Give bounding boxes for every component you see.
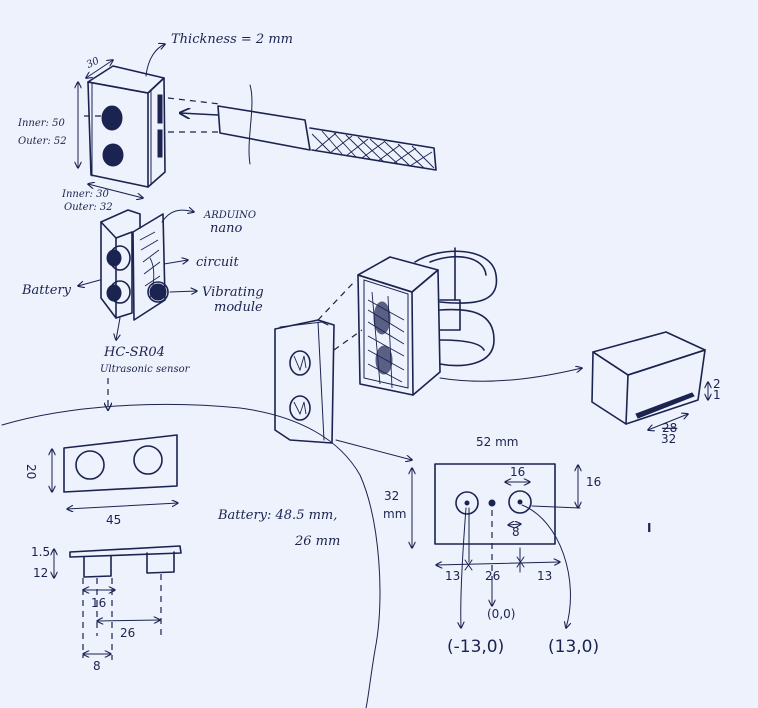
enclosure-box-sketch: [78, 44, 165, 198]
battery-label: Battery: [21, 283, 72, 298]
center-offset-label: 16: [586, 475, 601, 489]
panel-height-unit: mm: [383, 507, 406, 521]
exploded-internals-sketch: [78, 210, 197, 410]
center-spacing-panel-label: 26: [485, 569, 500, 583]
origin-point: [488, 499, 496, 507]
inner-width-label: Inner: 30: [61, 189, 109, 200]
region-boundary-curve: [1, 403, 381, 708]
inner-height-label: Inner: 50: [17, 118, 65, 129]
length-struck-label: 28: [662, 421, 677, 435]
sensor-model-label: HC-SR04: [103, 345, 165, 360]
sensor-type-label: Ultrasonic sensor: [100, 364, 191, 375]
hole-diameter-label: 16: [510, 465, 525, 479]
panel-height-value: 32: [384, 489, 399, 503]
right-hole-coordinate: (13,0): [548, 637, 599, 657]
sensor-side-view: [54, 545, 182, 660]
battery-dimension-line1: Battery: 48.5 mm,: [217, 508, 337, 523]
center-spacing-label: 26: [120, 626, 135, 640]
outer-height-label: Outer: 52: [18, 136, 67, 147]
transducer-height-label: 12: [33, 566, 48, 580]
module-label: module: [214, 300, 263, 315]
depth-label: 30: [85, 55, 102, 71]
hole-radius-label: 8: [512, 525, 520, 539]
sensor-hole-icon: [101, 105, 123, 131]
transducer-diameter-label: 16: [91, 596, 106, 610]
right-margin-label: 13: [537, 569, 552, 583]
vibrating-motor-icon: [149, 283, 167, 301]
sensor-width-label: 45: [106, 513, 121, 527]
slot-dim-bottom-label: 1: [713, 388, 721, 402]
circuit-label: circuit: [196, 255, 239, 270]
arduino-label: ARDUINO: [203, 210, 256, 221]
pcb-thickness-label: 1.5: [31, 545, 50, 559]
left-margin-label: 13: [445, 569, 460, 583]
radius-label: 8: [93, 659, 101, 673]
outer-width-label: Outer: 32: [64, 202, 113, 213]
sensor-top-view: [52, 434, 178, 509]
length-label: 32: [661, 432, 676, 446]
watch-assembly-sketch: [274, 247, 582, 460]
stray-mark: I: [647, 521, 651, 535]
battery-dimension-line2: 26 mm: [294, 534, 340, 549]
arduino-nano-label: nano: [210, 221, 242, 236]
sensor-height-label: 20: [24, 464, 38, 479]
vibrating-label: Vibrating: [202, 285, 264, 300]
thickness-label: Thickness = 2 mm: [171, 32, 293, 47]
front-panel-drawing: [412, 463, 580, 628]
panel-width-label: 52 mm: [476, 435, 518, 449]
side-box-sketch: [591, 331, 708, 430]
slot-dim-top-label: 2: [713, 377, 721, 391]
origin-coordinate-label: (0,0): [487, 607, 515, 621]
left-hole-coordinate: (-13,0): [447, 637, 504, 657]
strap-sketch: [167, 84, 437, 171]
sensor-hole-icon: [102, 143, 124, 167]
